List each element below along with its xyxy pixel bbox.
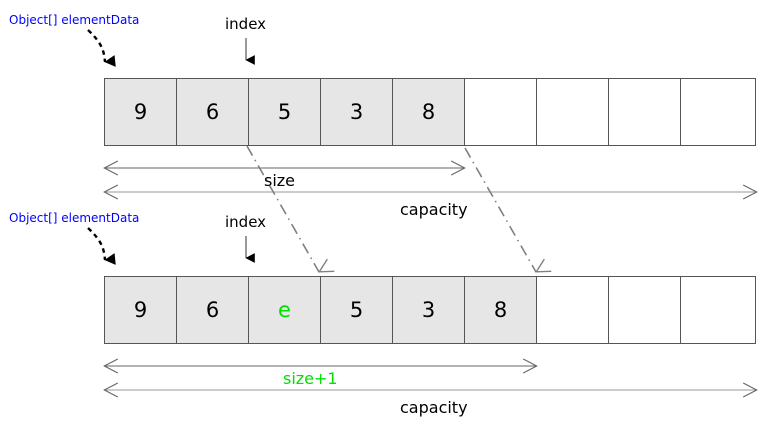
top-cell-8[interactable]	[680, 78, 756, 146]
top-cell-5[interactable]	[464, 78, 537, 146]
top-cell-7[interactable]	[608, 78, 681, 146]
top-index-label: index	[225, 15, 267, 33]
shift-arrow-index-boundary	[246, 145, 335, 273]
top-size-label: size	[264, 171, 296, 190]
top-cell-2[interactable]: 5	[248, 78, 321, 146]
shift-arrow-size-boundary	[464, 147, 552, 273]
bottom-cell-1[interactable]: 6	[176, 276, 249, 344]
bottom-size-label: size+1	[283, 369, 338, 388]
bottom-cell-7[interactable]	[608, 276, 681, 344]
bottom-element-data-pointer-arrow	[87, 227, 116, 265]
top-capacity-label: capacity	[400, 200, 468, 219]
top-cell-0[interactable]: 9	[104, 78, 177, 146]
bottom-cell-3[interactable]: 5	[320, 276, 393, 344]
bottom-capacity-label: capacity	[400, 398, 468, 417]
top-cell-3[interactable]: 3	[320, 78, 393, 146]
top-element-data-pointer-arrow	[87, 29, 116, 67]
top-cell-4[interactable]: 8	[392, 78, 465, 146]
bottom-element-data-label: Object[] elementData	[9, 211, 140, 225]
bottom-cell-4[interactable]: 3	[392, 276, 465, 344]
bottom-index-label: index	[225, 213, 267, 231]
bottom-cell-5[interactable]: 8	[464, 276, 537, 344]
bottom-cell-0[interactable]: 9	[104, 276, 177, 344]
top-cell-6[interactable]	[536, 78, 609, 146]
bottom-cell-8[interactable]	[680, 276, 756, 344]
top-element-data-label: Object[] elementData	[9, 13, 140, 27]
bottom-cell-2-new-element[interactable]: e	[248, 276, 321, 344]
top-cell-1[interactable]: 6	[176, 78, 249, 146]
bottom-cell-6[interactable]	[536, 276, 609, 344]
